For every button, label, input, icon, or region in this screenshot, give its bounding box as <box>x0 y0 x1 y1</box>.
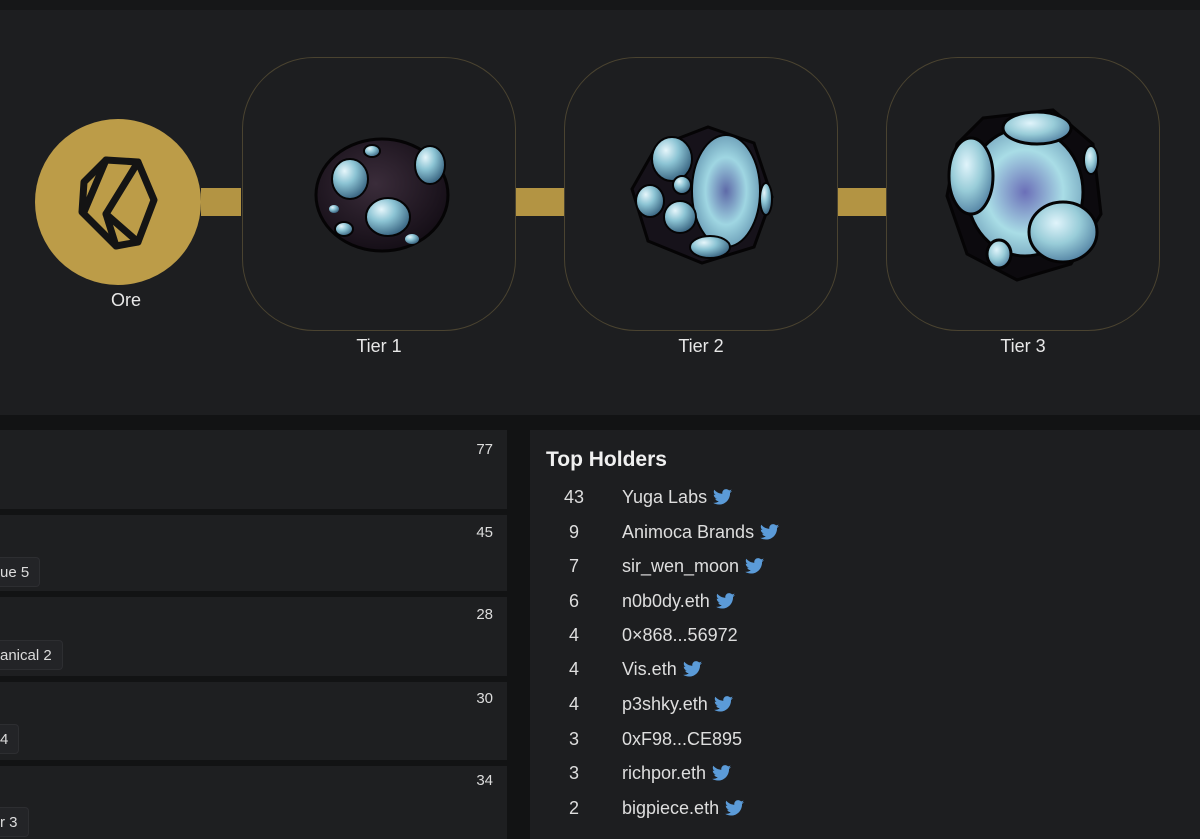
tier-3-gem-icon <box>945 108 1103 282</box>
holder-name[interactable]: 0×868...56972 <box>622 625 738 646</box>
holder-name[interactable]: Yuga Labs <box>622 486 733 508</box>
list-item[interactable]: 77 <box>0 430 507 509</box>
tier-1-gem-icon <box>314 137 450 253</box>
holder-count: 3 <box>568 762 579 783</box>
list-item[interactable]: 30 4 <box>0 682 507 760</box>
list-item[interactable]: 28 anical 2 <box>0 597 507 676</box>
tier-3-label: Tier 3 <box>1000 336 1046 356</box>
list-item-count: 30 <box>476 690 493 707</box>
list-item[interactable]: 34 r 3 <box>0 766 507 839</box>
divider <box>0 676 507 680</box>
holder-count: 3 <box>568 728 579 749</box>
tier-1-card[interactable] <box>242 57 516 331</box>
tier-2-card[interactable] <box>564 57 838 331</box>
holder-count: 7 <box>568 555 579 576</box>
holder-count: 43 <box>563 486 585 507</box>
holder-name-text: 0×868...56972 <box>622 624 738 645</box>
holder-name-text: n0b0dy.eth <box>622 590 710 611</box>
holder-count: 6 <box>568 590 579 611</box>
list-item-count: 77 <box>476 441 493 458</box>
tier-2-gem-icon <box>630 125 774 265</box>
holder-count: 9 <box>568 521 579 542</box>
divider <box>0 760 507 764</box>
holder-name-text: sir_wen_moon <box>622 555 740 576</box>
list-item[interactable]: 45 ue 5 <box>0 515 507 591</box>
holder-name-text: Animoca Brands <box>622 521 755 542</box>
top-holders-title: Top Holders <box>546 448 667 471</box>
twitter-icon[interactable] <box>712 765 732 781</box>
holder-name[interactable]: Animoca Brands <box>622 521 780 543</box>
connector-tier1-tier2 <box>516 188 564 216</box>
tier-2-label: Tier 2 <box>678 336 724 356</box>
divider <box>0 509 507 513</box>
twitter-icon[interactable] <box>713 489 733 505</box>
twitter-icon[interactable] <box>745 558 765 574</box>
twitter-icon[interactable] <box>715 593 735 609</box>
holder-count: 2 <box>568 797 579 818</box>
holder-count: 4 <box>568 693 579 714</box>
holder-name-text: Yuga Labs <box>622 486 708 507</box>
divider <box>0 591 507 595</box>
list-item-count: 28 <box>476 606 493 623</box>
ore-label: Ore <box>110 290 141 310</box>
holder-name-text: 0xF98...CE895 <box>622 728 743 749</box>
list-item-tag: ue 5 <box>0 557 41 587</box>
holder-name[interactable]: sir_wen_moon <box>622 555 765 577</box>
list-item-tag: anical 2 <box>0 640 63 670</box>
twitter-icon[interactable] <box>713 696 733 712</box>
tier-3-card[interactable] <box>886 57 1160 331</box>
holder-name[interactable]: Vis.eth <box>622 659 702 680</box>
list-item-tag: r 3 <box>0 807 29 837</box>
twitter-icon[interactable] <box>682 661 702 677</box>
holder-name[interactable]: 0xF98...CE895 <box>622 729 742 750</box>
top-holders-panel: Top Holders 43 Yuga Labs 9 Animoca Brand… <box>530 430 1200 839</box>
list-item-count: 34 <box>476 772 493 789</box>
twitter-icon[interactable] <box>725 800 745 816</box>
holder-count: 4 <box>568 658 579 679</box>
holder-name[interactable]: p3shky.eth <box>622 694 733 715</box>
holder-name-text: richpor.eth <box>622 762 707 783</box>
holder-name-text: Vis.eth <box>622 658 677 679</box>
list-item-count: 45 <box>476 524 493 541</box>
holder-name[interactable]: bigpiece.eth <box>622 797 745 819</box>
holder-name[interactable]: n0b0dy.eth <box>622 591 735 612</box>
ore-icon <box>78 156 158 250</box>
twitter-icon[interactable] <box>760 524 780 540</box>
connector-tier2-tier3 <box>838 188 886 216</box>
connector-ore-tier1 <box>201 188 241 216</box>
holder-name[interactable]: richpor.eth <box>622 762 732 784</box>
holder-name-text: bigpiece.eth <box>622 797 720 818</box>
holder-count: 4 <box>568 624 579 645</box>
list-item-tag: 4 <box>0 724 20 754</box>
top-strip <box>0 0 1200 10</box>
tier-1-label: Tier 1 <box>356 336 402 356</box>
holder-name-text: p3shky.eth <box>622 693 708 714</box>
ore-badge[interactable] <box>35 119 201 285</box>
